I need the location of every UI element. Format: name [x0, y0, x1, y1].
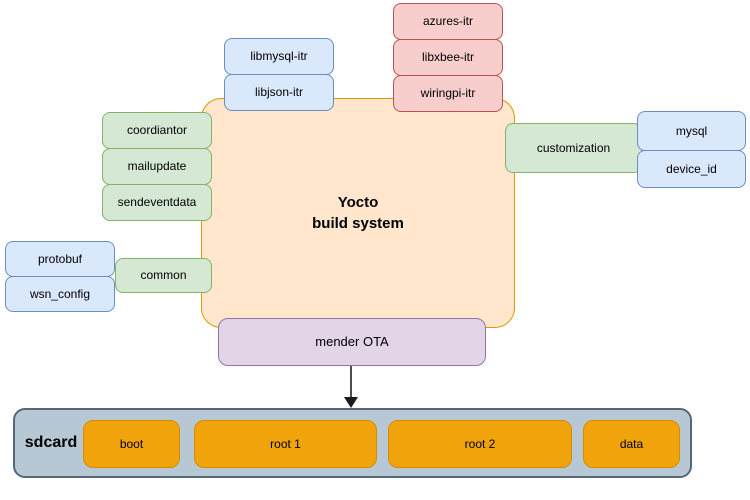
- node-protobuf: protobuf: [5, 241, 115, 277]
- node-libxbee-itr: libxbee-itr: [393, 39, 503, 76]
- node-mysql: mysql: [637, 111, 746, 151]
- node-wiringpi-itr: wiringpi-itr: [393, 75, 503, 112]
- node-sendeventdata: sendeventdata: [102, 184, 212, 221]
- arrow-mender-to-sdcard-head: [344, 397, 358, 408]
- node-coordiantor: coordiantor: [102, 112, 212, 149]
- partition-data: data: [583, 420, 680, 468]
- arrow-mender-to-sdcard-line: [350, 366, 352, 399]
- node-mender-ota: mender OTA: [218, 318, 486, 366]
- partition-root2: root 2: [388, 420, 572, 468]
- node-azures-itr: azures-itr: [393, 3, 503, 40]
- partition-root1: root 1: [194, 420, 377, 468]
- node-libjson-itr: libjson-itr: [224, 74, 334, 111]
- sdcard-label: sdcard: [24, 434, 78, 451]
- node-mailupdate: mailupdate: [102, 148, 212, 185]
- node-customization: customization: [505, 123, 642, 173]
- node-libmysql-itr: libmysql-itr: [224, 38, 334, 75]
- yocto-build-system-node: Yocto build system: [201, 98, 515, 328]
- node-device-id: device_id: [637, 150, 746, 188]
- node-common: common: [115, 258, 212, 293]
- partition-boot: boot: [83, 420, 180, 468]
- node-wsn-config: wsn_config: [5, 276, 115, 312]
